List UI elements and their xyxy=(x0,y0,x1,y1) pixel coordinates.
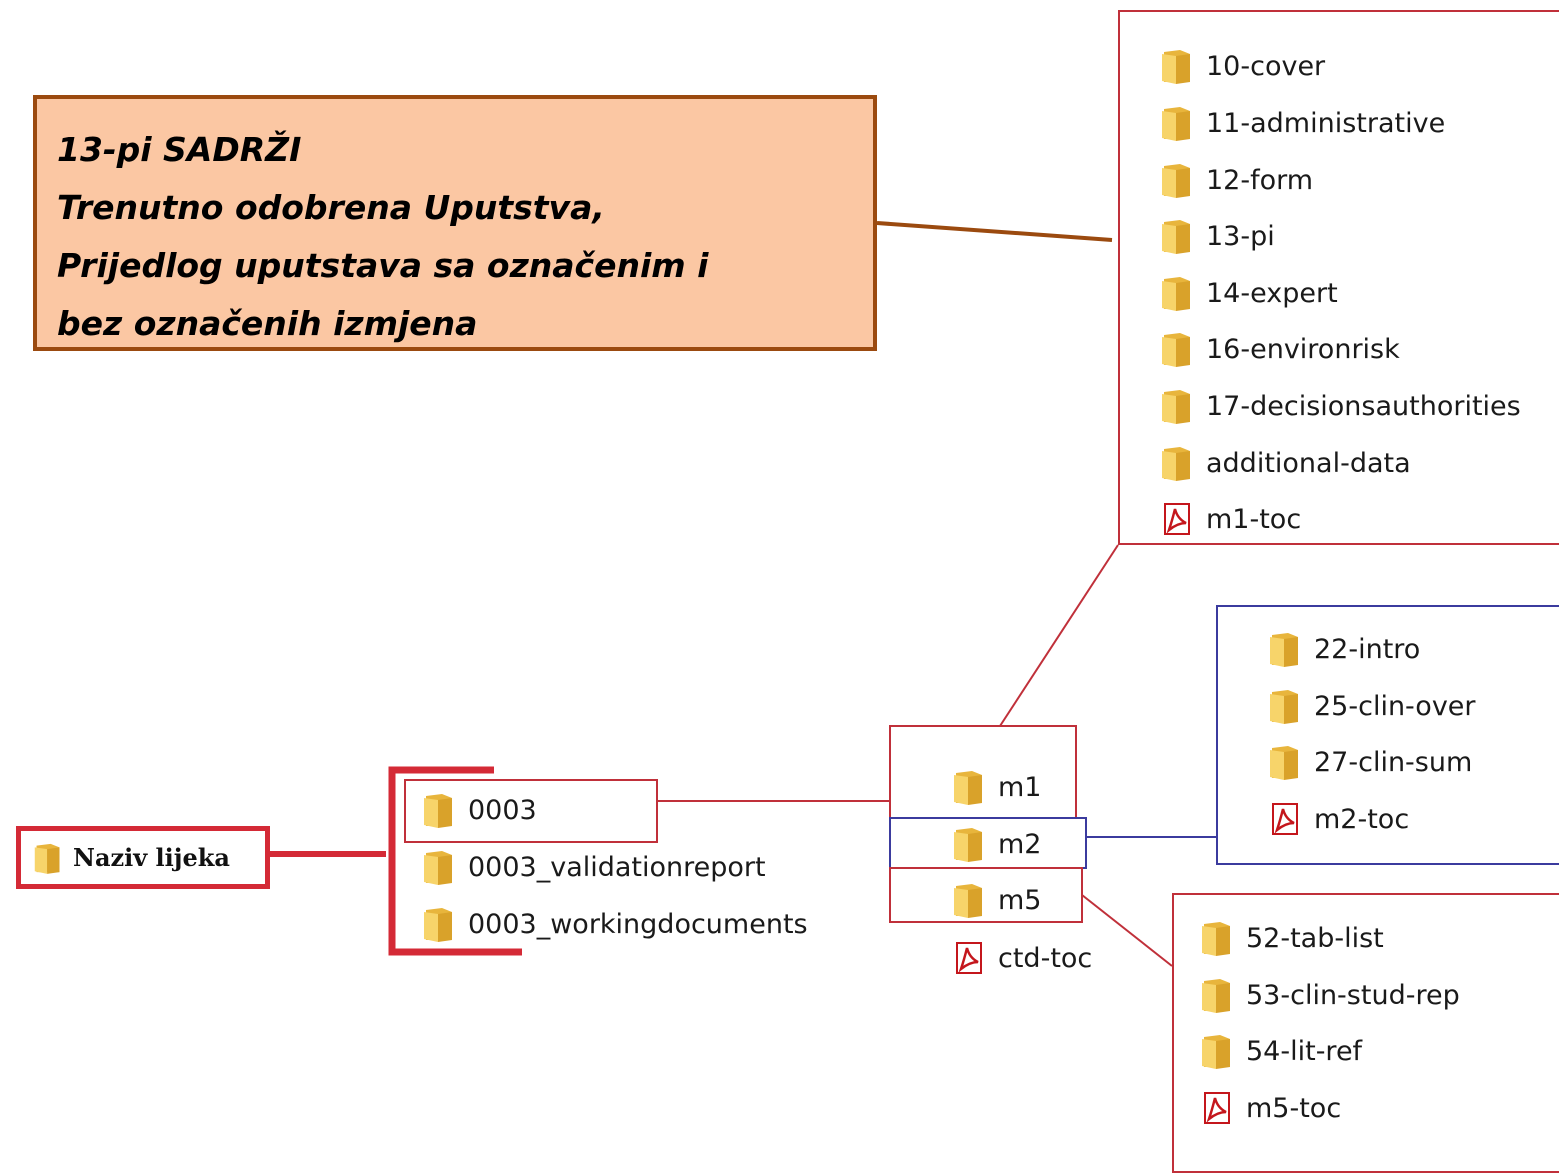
level2-item[interactable]: m5 xyxy=(952,880,1041,920)
folder-icon xyxy=(1200,977,1234,1013)
item-label: m1 xyxy=(998,771,1042,803)
m5-contents-item[interactable]: 52-tab-list xyxy=(1200,918,1384,958)
connector-m5-panel xyxy=(1081,894,1173,967)
m1-contents-item[interactable]: 11-administrative xyxy=(1160,103,1445,143)
highlight-m5 xyxy=(889,867,1083,923)
m5-contents-item[interactable]: m5-toc xyxy=(1200,1088,1341,1128)
folder-icon xyxy=(422,849,456,885)
level1-bracket xyxy=(388,766,522,956)
folder-icon xyxy=(1160,162,1194,198)
folder-icon xyxy=(1268,688,1302,724)
highlight-0003 xyxy=(404,779,658,843)
item-label: 14-expert xyxy=(1206,277,1338,309)
item-label: m1-toc xyxy=(1206,503,1302,535)
callout-line-4: bez označenih izmjena xyxy=(57,304,478,343)
callout-line-1: 13-pi SADRŽI xyxy=(57,130,302,169)
m1-contents-item[interactable]: 16-environrisk xyxy=(1160,329,1400,369)
level2-item[interactable]: ctd-toc xyxy=(952,938,1092,978)
item-label: 12-form xyxy=(1206,164,1314,196)
folder-icon xyxy=(1160,48,1194,84)
folder-icon xyxy=(1160,388,1194,424)
level2-item[interactable]: m2 xyxy=(952,824,1041,864)
callout-line-2: Trenutno odobrena Uputstva, xyxy=(57,188,605,227)
root-folder[interactable]: Naziv lijeka xyxy=(16,826,270,889)
m5-contents-item[interactable]: 53-clin-stud-rep xyxy=(1200,975,1460,1015)
folder-icon xyxy=(33,841,63,875)
folder-icon xyxy=(1160,331,1194,367)
item-label: 13-pi xyxy=(1206,220,1275,252)
folder-icon xyxy=(1268,631,1302,667)
item-label: 53-clin-stud-rep xyxy=(1246,979,1460,1011)
item-label: m2 xyxy=(998,828,1042,860)
m1-contents-item[interactable]: m1-toc xyxy=(1160,499,1301,539)
level1-item[interactable]: 0003 xyxy=(422,790,537,830)
m1-contents-item[interactable]: 13-pi xyxy=(1160,216,1275,256)
folder-icon xyxy=(952,826,986,862)
m2-contents-panel xyxy=(1216,605,1559,865)
folder-icon xyxy=(1160,218,1194,254)
callout-line-3: Prijedlog uputstava sa označenim i xyxy=(57,246,709,285)
m1-contents-item[interactable]: additional-data xyxy=(1160,443,1411,483)
root-folder-label: Naziv lijeka xyxy=(73,843,230,872)
m5-contents-item[interactable]: 54-lit-ref xyxy=(1200,1031,1362,1071)
connector-m1-panel xyxy=(999,544,1119,727)
pdf-icon xyxy=(1200,1090,1234,1126)
level1-item[interactable]: 0003_workingdocuments xyxy=(422,904,808,944)
callout-box: 13-pi SADRŽI Trenutno odobrena Uputstva,… xyxy=(33,95,877,351)
item-label: 17-decisionsauthorities xyxy=(1206,390,1521,422)
folder-icon xyxy=(952,882,986,918)
item-label: 0003_workingdocuments xyxy=(468,908,808,940)
callout-pointer-line xyxy=(876,221,1113,242)
item-label: 0003_validationreport xyxy=(468,851,766,883)
m2-contents-item[interactable]: 25-clin-over xyxy=(1268,686,1476,726)
folder-icon xyxy=(1160,275,1194,311)
pdf-icon xyxy=(1268,801,1302,837)
m1-contents-item[interactable]: 10-cover xyxy=(1160,46,1325,86)
folder-icon xyxy=(952,769,986,805)
item-label: m2-toc xyxy=(1314,803,1410,835)
m2-contents-item[interactable]: 27-clin-sum xyxy=(1268,742,1472,782)
item-label: 54-lit-ref xyxy=(1246,1035,1363,1067)
folder-icon xyxy=(422,906,456,942)
item-label: ctd-toc xyxy=(998,942,1093,974)
folder-icon xyxy=(1200,1033,1234,1069)
m1-contents-item[interactable]: 14-expert xyxy=(1160,273,1338,313)
folder-icon xyxy=(1200,920,1234,956)
folder-icon xyxy=(1160,445,1194,481)
level1-item[interactable]: 0003_validationreport xyxy=(422,847,766,887)
pdf-icon xyxy=(952,940,986,976)
item-label: 25-clin-over xyxy=(1314,690,1476,722)
m1-contents-item[interactable]: 17-decisionsauthorities xyxy=(1160,386,1521,426)
item-label: m5-toc xyxy=(1246,1092,1342,1124)
item-label: m5 xyxy=(998,884,1042,916)
pdf-icon xyxy=(1160,501,1194,537)
item-label: 0003 xyxy=(468,794,537,826)
m1-contents-panel xyxy=(1118,10,1559,545)
item-label: 27-clin-sum xyxy=(1314,746,1473,778)
m2-contents-item[interactable]: 22-intro xyxy=(1268,629,1420,669)
m1-contents-item[interactable]: 12-form xyxy=(1160,160,1313,200)
level2-item[interactable]: m1 xyxy=(952,767,1041,807)
item-label: 16-environrisk xyxy=(1206,333,1400,365)
item-label: 22-intro xyxy=(1314,633,1421,665)
m2-contents-item[interactable]: m2-toc xyxy=(1268,799,1409,839)
item-label: 52-tab-list xyxy=(1246,922,1384,954)
item-label: additional-data xyxy=(1206,447,1411,479)
item-label: 11-administrative xyxy=(1206,107,1446,139)
item-label: 10-cover xyxy=(1206,50,1326,82)
folder-icon xyxy=(422,792,456,828)
folder-icon xyxy=(1268,744,1302,780)
folder-icon xyxy=(1160,105,1194,141)
